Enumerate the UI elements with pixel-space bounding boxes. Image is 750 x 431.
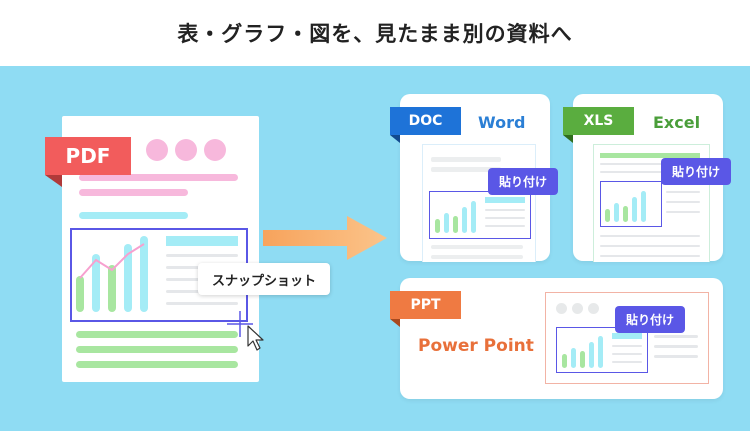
sheet-row [666,211,700,213]
chart-bar [462,207,467,233]
sheet-row [600,171,700,173]
text-line [431,255,523,259]
mouse-cursor-icon [247,325,264,351]
chart-bar [571,348,576,368]
table-header [612,333,642,339]
pdf-tag: PDF [45,137,131,175]
table-row [166,302,238,305]
table-row [485,217,525,219]
illustration-area: PDF スナップショット [0,66,750,431]
chart-bar [623,206,628,222]
word-paste-button[interactable]: 貼り付け [488,168,558,195]
excel-paste-button[interactable]: 貼り付け [661,158,731,185]
sheet-row [600,235,700,237]
pink-circle [175,139,197,161]
table-row [612,353,642,355]
table-header [166,236,238,246]
table-row [612,345,642,347]
arrow-icon [263,216,387,260]
slide-dot [556,303,567,314]
crosshair-icon [227,311,253,337]
pasted-chart [600,181,662,227]
page-title: 表・グラフ・図を、見たまま別の資料へ [177,22,573,46]
word-label: Word [478,113,526,132]
text-line [654,345,698,348]
chart-bar [444,213,449,233]
table-row [612,361,642,363]
doc-tag-fold [390,135,400,143]
chart-trend-line [79,243,145,279]
table-header [485,197,525,203]
snapshot-button[interactable]: スナップショット [198,263,330,295]
ppt-tag-fold [390,319,400,327]
text-line [431,167,501,172]
chart-bar [108,265,116,312]
chart-bar [435,219,440,233]
slide-dot [588,303,599,314]
text-line [654,355,698,358]
chart-bar [580,351,585,368]
chart-bar [589,342,594,368]
powerpoint-card: Power Point [400,278,723,399]
xls-tag: XLS [563,107,634,135]
table-row [166,254,238,257]
chart-bar [562,354,567,368]
doc-tag: DOC [390,107,461,135]
header: 表・グラフ・図を、見たまま別の資料へ [0,0,750,66]
text-line [654,335,698,338]
sheet-header [600,153,700,158]
powerpoint-paste-button[interactable]: 貼り付け [615,306,685,333]
snapshot-label: スナップショット [211,273,316,289]
chart-bar [614,203,619,222]
excel-label: Excel [653,113,701,132]
text-line [79,174,238,181]
chart-bar [632,197,637,222]
text-line [79,189,188,196]
sheet-row [666,191,700,193]
xls-tag-fold [563,135,573,143]
pdf-tag-fold [45,175,62,187]
chart-bar [92,254,100,312]
sheet-row [600,163,700,165]
sheet-row [600,255,700,257]
word-doc-preview [422,144,536,262]
chart-bar [471,201,476,233]
chart-bar [140,236,148,312]
chart-bar [605,209,610,222]
chart-bar [641,191,646,222]
pink-circle [146,139,168,161]
text-line [76,361,238,368]
chart-bar [598,336,603,368]
chart-bar [453,216,458,233]
table-row [485,209,525,211]
table-row [485,225,525,227]
pasted-chart [429,191,531,239]
pasted-chart [556,327,648,373]
chart-bar [124,244,132,312]
powerpoint-label: Power Point [418,336,534,356]
text-line [76,346,238,353]
slide-dot [572,303,583,314]
text-line [431,245,523,249]
pink-circle [204,139,226,161]
chart-bar [76,276,84,312]
ppt-tag: PPT [390,291,461,319]
sheet-row [666,201,700,203]
text-line [431,157,501,162]
text-line [79,212,188,219]
sheet-row [600,245,700,247]
text-line [76,331,238,338]
